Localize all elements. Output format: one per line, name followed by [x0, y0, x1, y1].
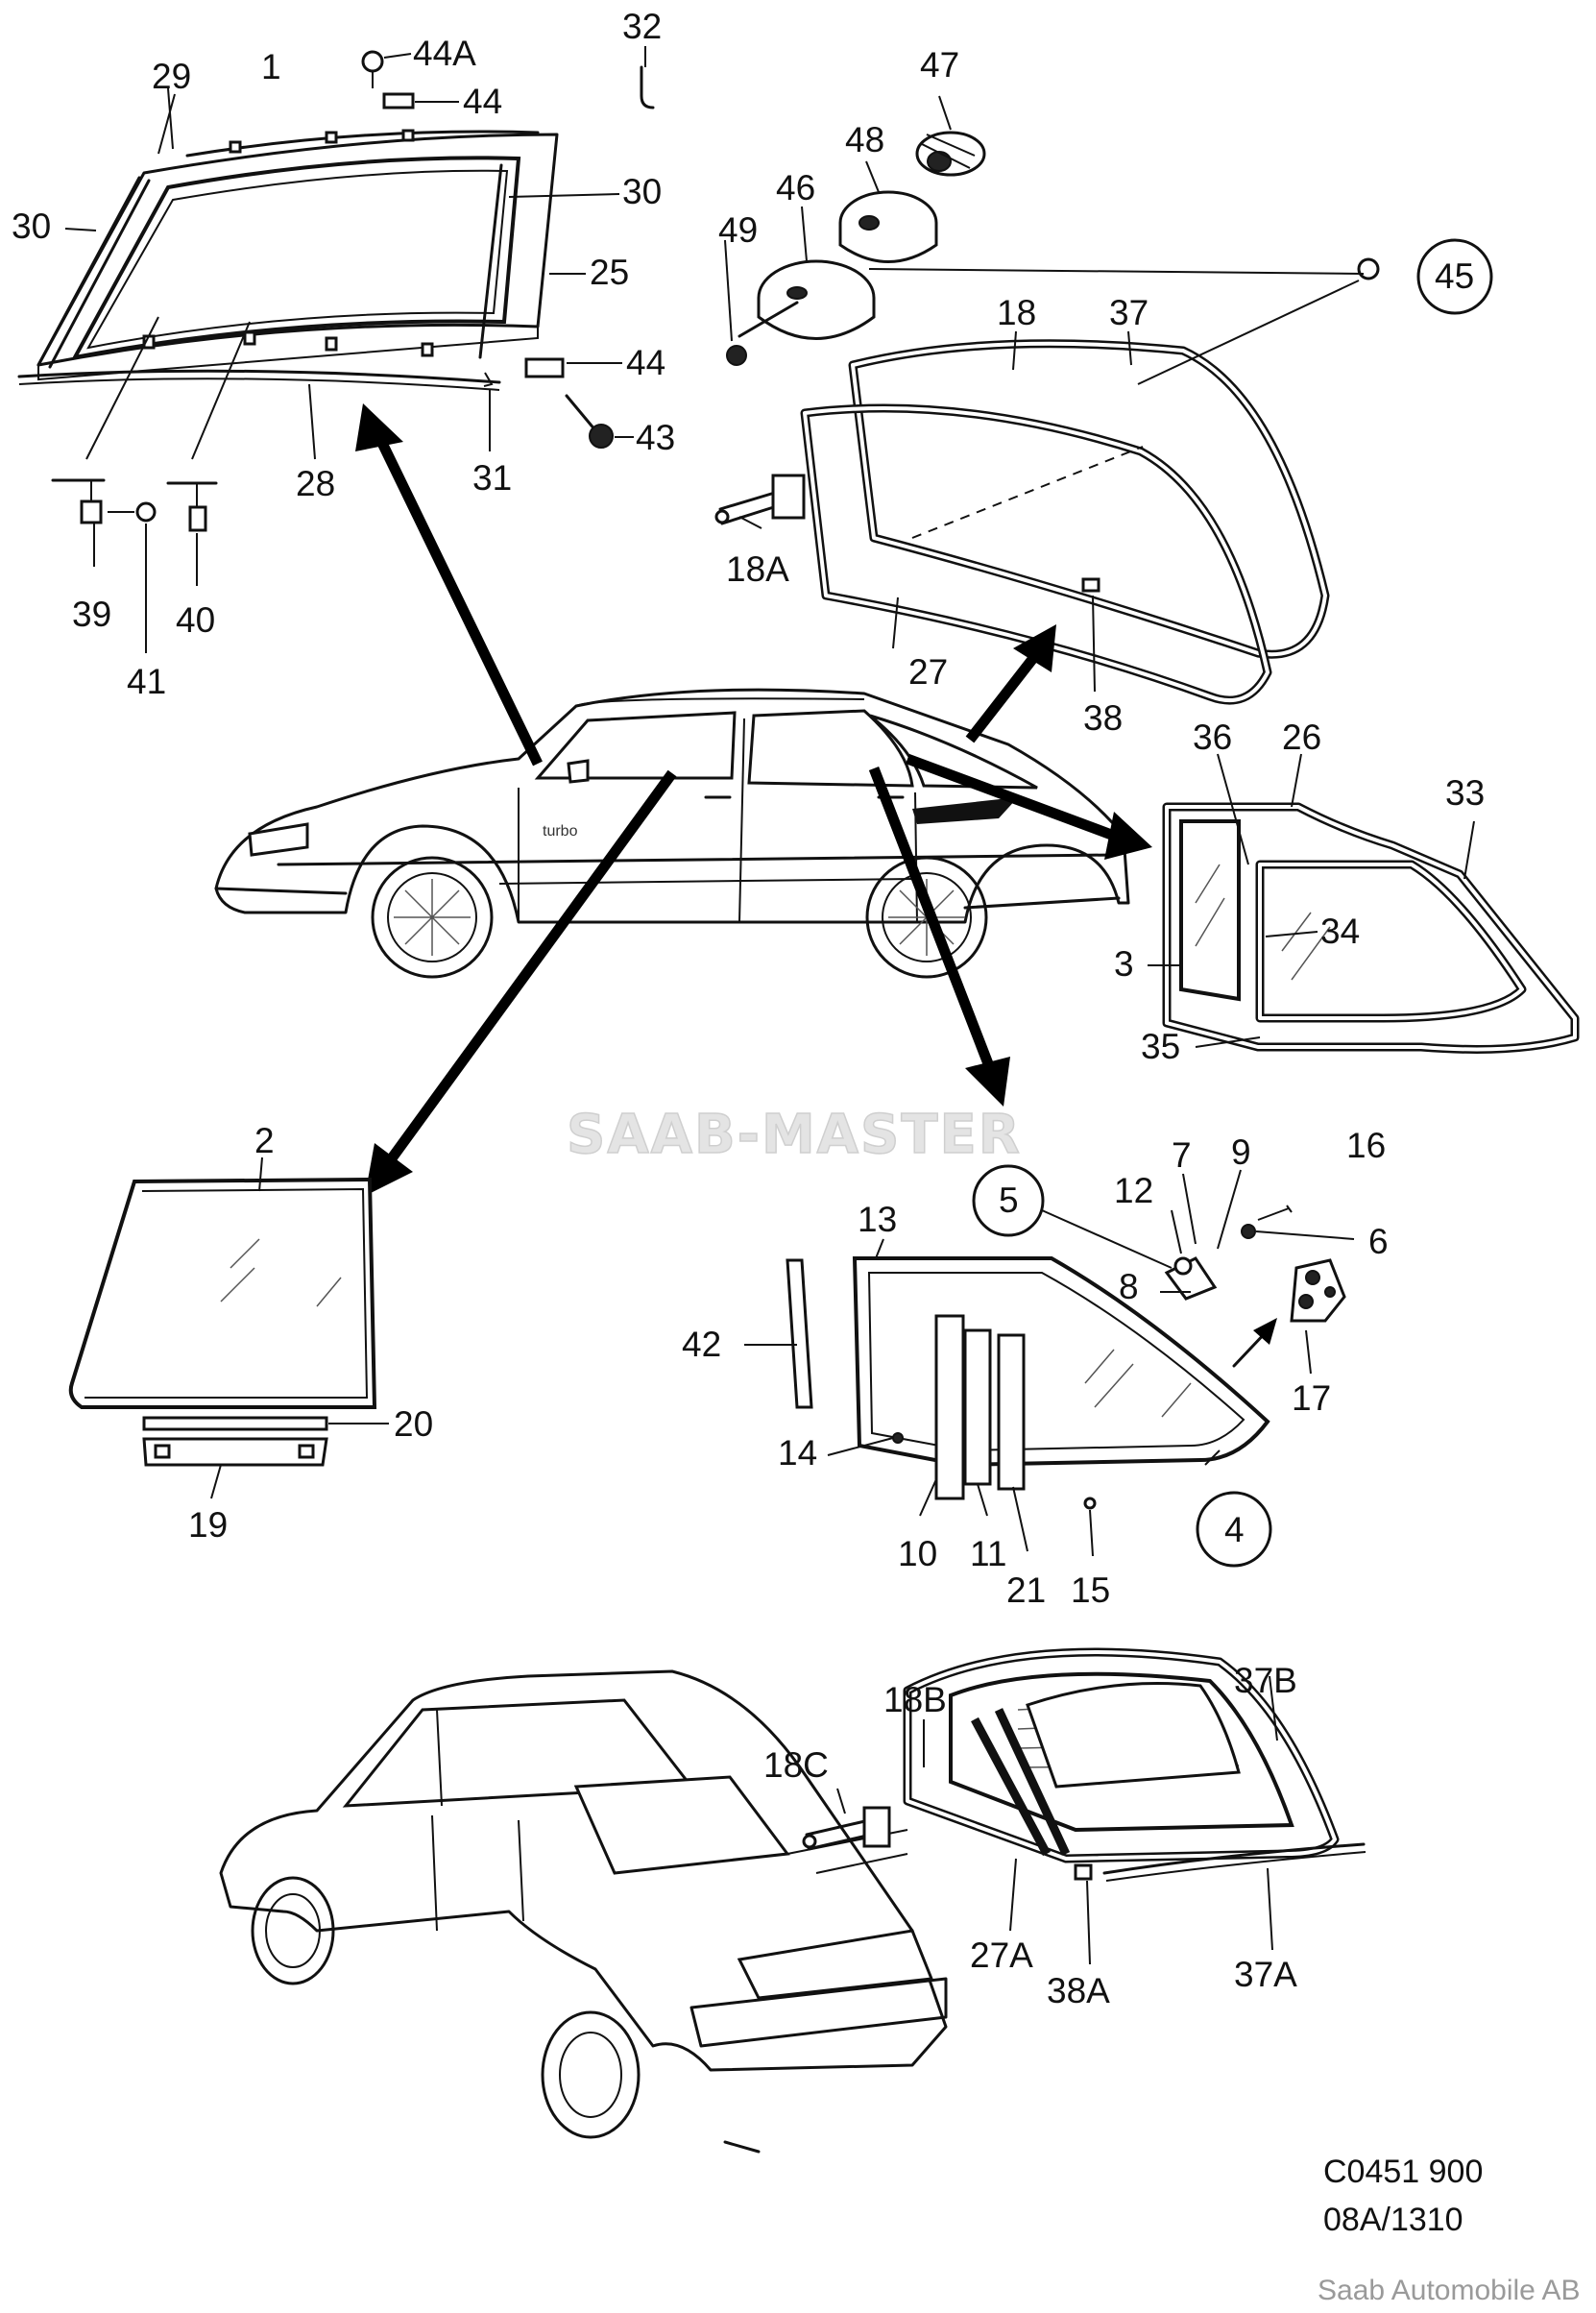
- pointer-arrows: [355, 403, 1277, 1368]
- callout-4-circle: [1196, 1491, 1272, 1568]
- label-10: 10: [898, 1534, 937, 1573]
- label-4: 4: [1224, 1510, 1245, 1549]
- door-glass-leaders: [210, 1156, 389, 1499]
- label-20: 20: [394, 1404, 433, 1444]
- label-12: 12: [1114, 1171, 1153, 1210]
- label-21: 21: [1006, 1570, 1046, 1610]
- label-2: 2: [254, 1121, 275, 1160]
- label-18: 18: [997, 293, 1036, 332]
- quarter-window-assembly: [1162, 802, 1580, 1054]
- car-side-view: turbo: [214, 688, 1130, 979]
- label-19: 19: [188, 1505, 228, 1545]
- label-18a: 18A: [726, 549, 789, 589]
- label-38a: 38A: [1047, 1971, 1110, 2010]
- label-37b: 37B: [1234, 1661, 1297, 1700]
- door-glass-assembly: [68, 1177, 377, 1467]
- drawing-reference: C0451 900 08A/1310 Saab Automobile AB: [1318, 2154, 1581, 2306]
- label-8: 8: [1119, 1267, 1139, 1306]
- sedan-rear-window-leaders: [836, 1675, 1278, 1965]
- label-30-left: 30: [12, 207, 51, 246]
- label-48: 48: [845, 120, 884, 159]
- label-40: 40: [176, 600, 215, 640]
- label-5: 5: [999, 1181, 1019, 1220]
- sedan-rear-window-assembly: [802, 1647, 1366, 1882]
- label-47: 47: [920, 45, 959, 85]
- rear-window-assembly: [714, 131, 1380, 705]
- circled-references: [972, 238, 1493, 1568]
- rear-side-window-leaders: [744, 1169, 1355, 1557]
- label-17: 17: [1292, 1378, 1331, 1418]
- drawing-page: 08A/1310: [1323, 2202, 1463, 2238]
- label-35: 35: [1141, 1027, 1180, 1066]
- label-45: 45: [1435, 256, 1474, 296]
- rear-window-leaders: [724, 95, 1132, 693]
- callout-45-circle: [1416, 238, 1493, 315]
- sedan-rear-view: [219, 1669, 948, 2154]
- label-9: 9: [1231, 1132, 1251, 1172]
- windshield-leaders: [64, 46, 646, 653]
- part-labels: 1 29 44A 44 32 30 30 25 44 43 31 28 39 4…: [12, 7, 1485, 2010]
- label-30-right: 30: [622, 172, 662, 211]
- watermark: SAAB-MASTER: [567, 1104, 1022, 1166]
- callout-5-circle: [972, 1164, 1045, 1237]
- drawing-code: C0451 900: [1323, 2154, 1483, 2190]
- label-41: 41: [127, 662, 166, 701]
- label-3: 3: [1114, 944, 1134, 984]
- label-25: 25: [590, 253, 629, 292]
- label-18b: 18B: [883, 1680, 947, 1719]
- label-44-bottom: 44: [626, 343, 665, 382]
- copyright-notice: Saab Automobile AB: [1318, 2275, 1581, 2306]
- rear-side-window-assembly: [786, 1205, 1346, 1510]
- label-34: 34: [1320, 912, 1360, 951]
- label-43: 43: [636, 418, 675, 457]
- label-37: 37: [1109, 293, 1149, 332]
- label-18c: 18C: [763, 1745, 829, 1785]
- label-46: 46: [776, 168, 815, 207]
- label-16: 16: [1346, 1126, 1386, 1165]
- label-49: 49: [718, 210, 758, 250]
- label-31: 31: [472, 458, 512, 498]
- label-15: 15: [1071, 1570, 1110, 1610]
- label-27a: 27A: [970, 1936, 1033, 1975]
- label-44-top: 44: [463, 82, 502, 121]
- label-37a: 37A: [1234, 1955, 1297, 1994]
- label-38: 38: [1083, 698, 1123, 738]
- label-14: 14: [778, 1433, 817, 1473]
- label-29: 29: [152, 57, 191, 96]
- label-32: 32: [622, 7, 662, 46]
- label-6: 6: [1368, 1222, 1389, 1261]
- quarter-window-leaders: [1148, 753, 1475, 1048]
- windshield-assembly: [17, 50, 655, 532]
- label-36: 36: [1193, 718, 1232, 757]
- label-26: 26: [1282, 718, 1321, 757]
- label-44a: 44A: [413, 34, 476, 73]
- label-13: 13: [858, 1200, 897, 1239]
- label-28: 28: [296, 464, 335, 503]
- car-badge: turbo: [543, 823, 578, 840]
- label-39: 39: [72, 595, 111, 634]
- label-1: 1: [261, 47, 281, 86]
- label-42: 42: [682, 1325, 721, 1364]
- label-11: 11: [970, 1534, 1006, 1573]
- label-7: 7: [1172, 1135, 1192, 1175]
- label-33: 33: [1445, 773, 1485, 813]
- label-27: 27: [908, 652, 948, 692]
